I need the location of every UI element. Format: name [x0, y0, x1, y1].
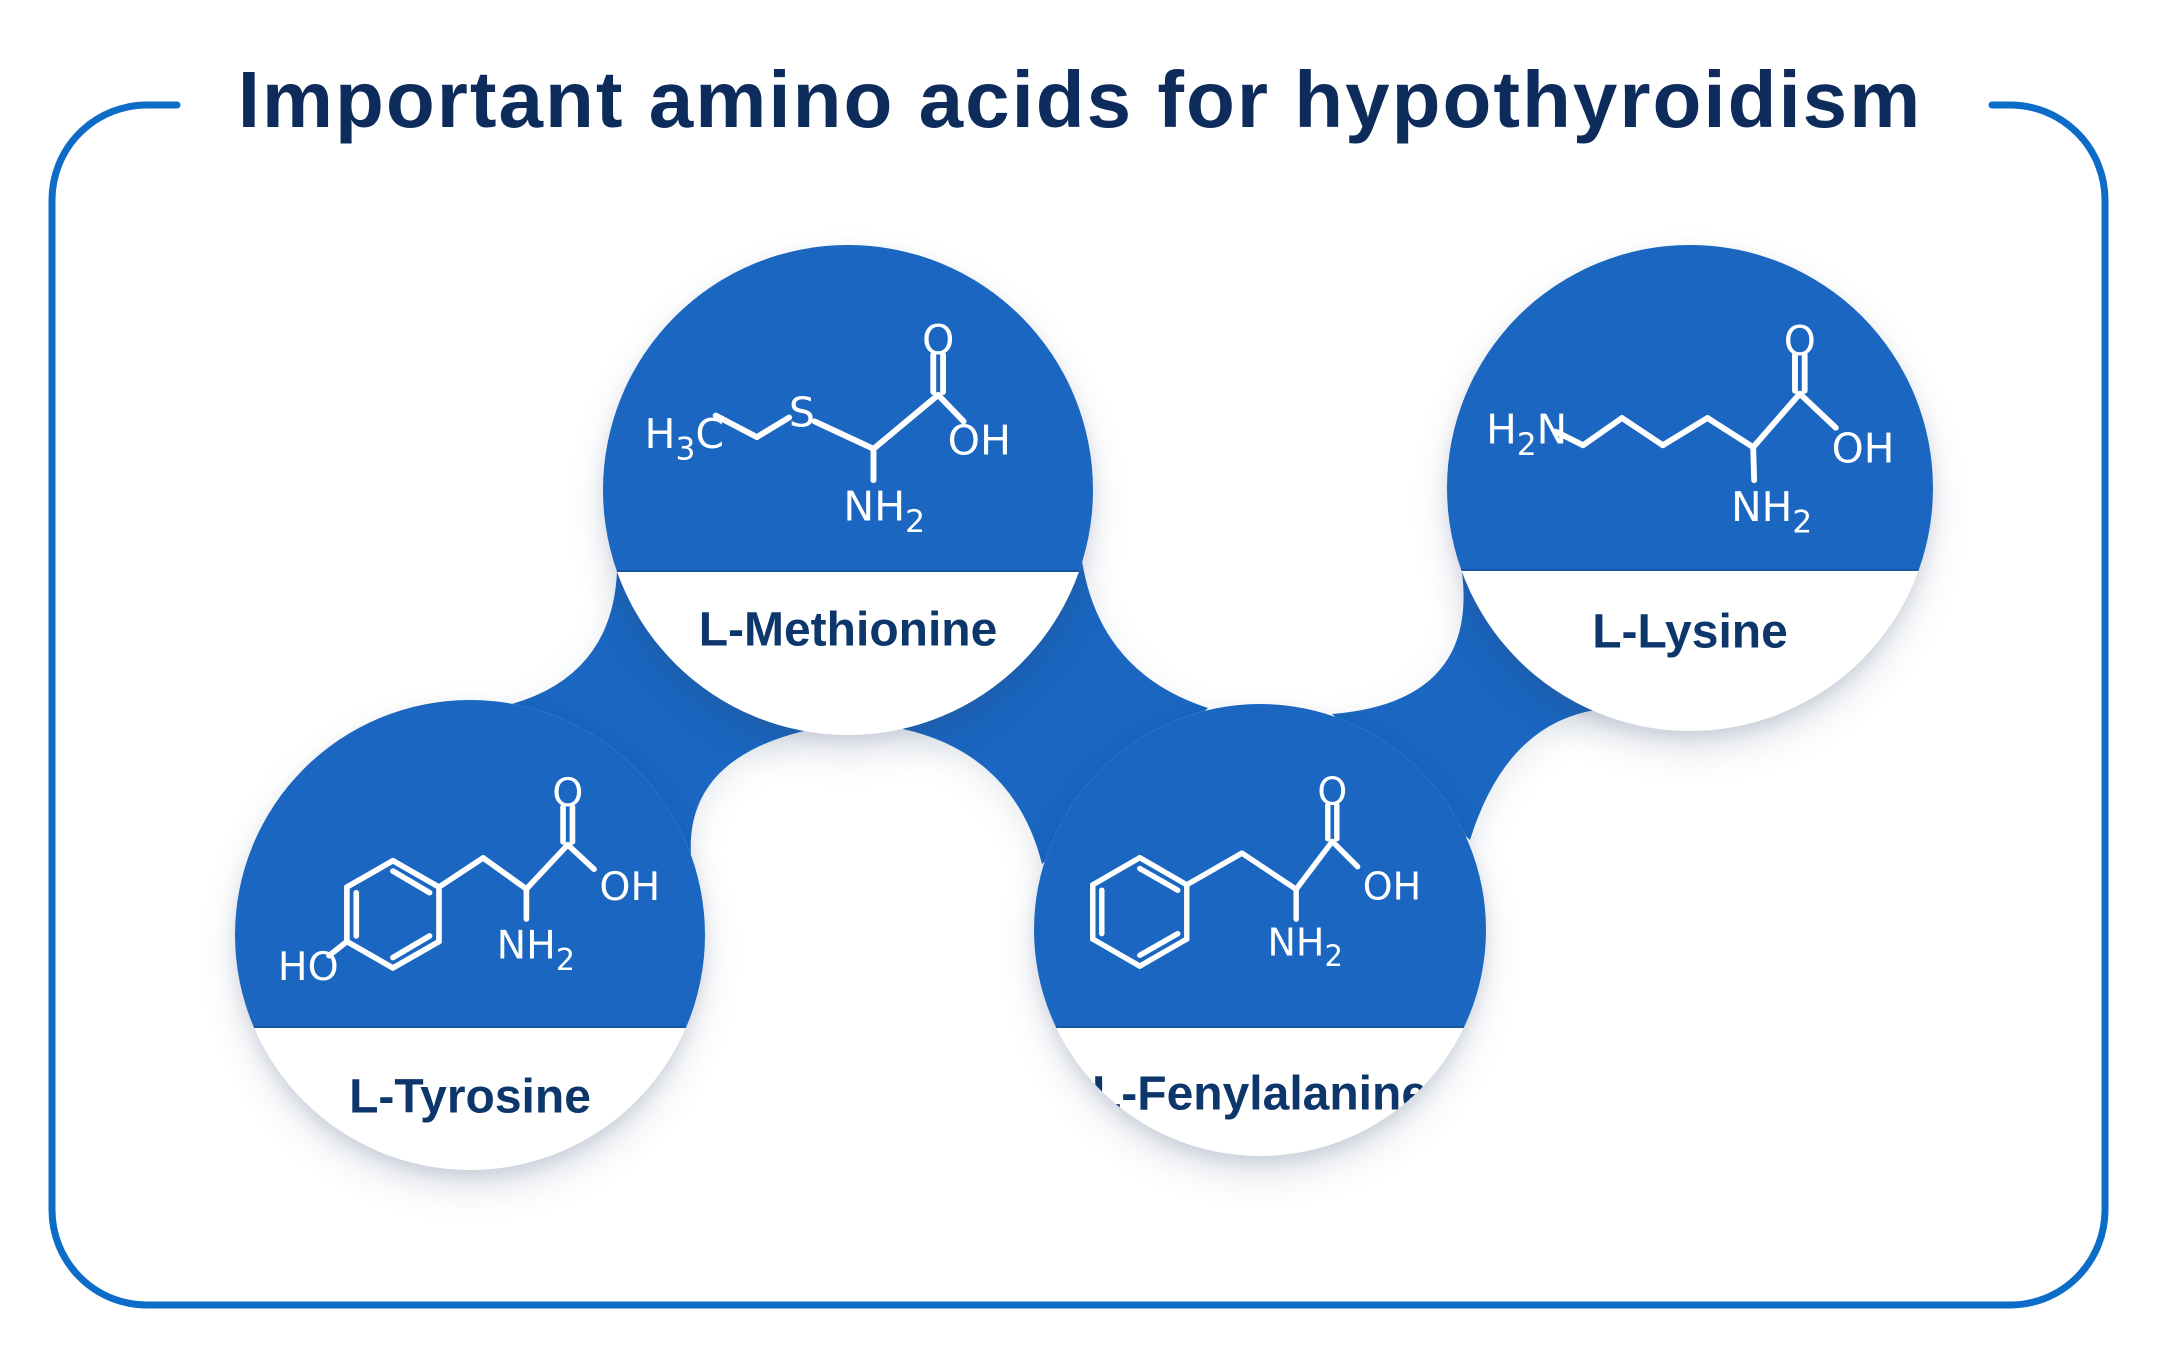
- atom-label: O: [922, 316, 954, 364]
- atom-label: O: [1317, 769, 1347, 813]
- frame-border-path: [48, 101, 2109, 1309]
- bond-line: [1184, 850, 1245, 888]
- bond-line: [1137, 936, 1190, 969]
- atom-label: O: [552, 770, 583, 816]
- bond-line: [523, 841, 571, 892]
- lysine-structure: H2N NH2 O OH: [1486, 317, 1895, 541]
- atom-label: OH: [1363, 864, 1421, 908]
- bond-line: [1796, 390, 1839, 431]
- bond-line: [344, 857, 396, 890]
- atom-label: OH: [599, 864, 660, 910]
- bond-line: [436, 855, 486, 890]
- bond-line: [1090, 936, 1143, 969]
- bond-line: [1750, 390, 1803, 451]
- atom-label: HO: [278, 944, 339, 990]
- atom-label: OH: [948, 417, 1011, 465]
- atom-label: NH2: [1268, 920, 1343, 973]
- atom-label: H2N: [1486, 405, 1567, 463]
- tyrosine-structure: HO NH2 O OH: [278, 770, 660, 990]
- methionine-structure: H3C S NH2 O OH: [645, 316, 1011, 540]
- page-title: Important amino acids for hypothyroidism: [237, 55, 1923, 144]
- bond-line: [1704, 415, 1757, 451]
- atom-label: H3C: [645, 410, 725, 468]
- atom-label: NH2: [497, 922, 575, 977]
- atom-label: S: [789, 388, 815, 436]
- molecule-circle-fenylalanine: NH2 O OH L-Fenylalanine: [1034, 704, 1486, 1156]
- bond-line: [1619, 415, 1666, 449]
- bond-line: [344, 938, 396, 971]
- molecule-circle-methionine: H3C S NH2 O OH L-Methionine: [603, 245, 1093, 735]
- molecule-blue-half: [603, 245, 1093, 572]
- bond-line: [326, 938, 350, 959]
- bond-line: [1552, 428, 1587, 449]
- molecule-circle-tyrosine: HO NH2 O OH L-Tyrosine: [235, 700, 705, 1170]
- atom-label: O: [1784, 317, 1816, 365]
- bond-line: [712, 412, 760, 441]
- bond-line: [811, 418, 877, 452]
- bond-line: [1659, 415, 1711, 449]
- molecule-label: L-Tyrosine: [349, 1070, 591, 1124]
- atom-label: OH: [1832, 425, 1895, 473]
- bond-line: [935, 391, 967, 425]
- bond-line: [1580, 415, 1625, 449]
- atom-label: NH2: [1731, 483, 1812, 541]
- molecule-label: L-Lysine: [1592, 605, 1788, 659]
- fenylalanine-structure: NH2 O OH: [1090, 769, 1421, 973]
- bond-line: [1137, 854, 1190, 888]
- molecule-label: L-Methionine: [698, 603, 998, 657]
- bond-line: [1750, 444, 1758, 484]
- atom-label: NH2: [843, 482, 925, 540]
- bond-line: [870, 391, 942, 452]
- bond-line: [1293, 838, 1336, 893]
- bond-line: [753, 414, 793, 441]
- bond-line: [390, 933, 433, 961]
- bond-line: [390, 857, 442, 890]
- bond-line: [1137, 865, 1181, 893]
- bond-line: [564, 841, 597, 873]
- bond-line: [1329, 838, 1361, 870]
- bond-line: [390, 938, 442, 971]
- molecule-circle-lysine: H2N NH2 O OH L-Lysine: [1447, 245, 1933, 731]
- molecule-label: L-Fenylalanine: [1091, 1067, 1429, 1121]
- bond-line: [1239, 850, 1299, 893]
- bond-line: [1137, 930, 1181, 959]
- bond-line: [480, 855, 530, 892]
- molecule-blue-half: [1447, 245, 1933, 572]
- bond-line: [1090, 854, 1143, 888]
- bond-line: [390, 868, 433, 896]
